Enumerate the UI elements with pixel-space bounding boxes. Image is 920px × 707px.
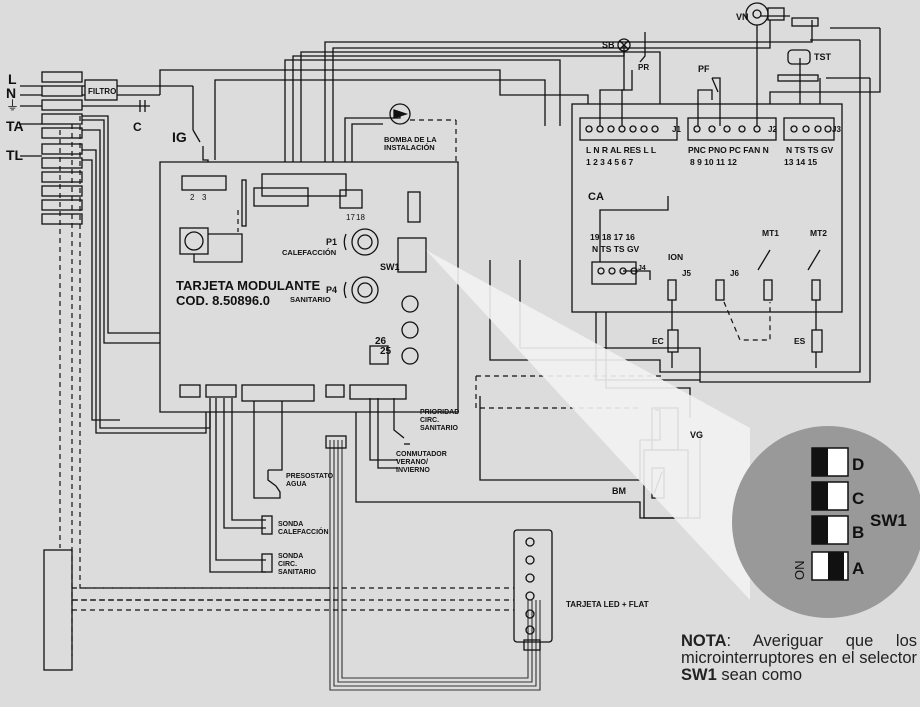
label-n: N bbox=[6, 85, 16, 101]
pump-label-2: INSTALACIÓN bbox=[384, 143, 435, 152]
sonda-cal-1: SONDA bbox=[278, 521, 303, 528]
pump-label-1: BOMBA DE LA bbox=[384, 135, 437, 144]
j3-nums: 13 14 15 bbox=[784, 157, 817, 167]
m1-pin-2: 2 bbox=[190, 193, 195, 202]
pump-icon bbox=[389, 103, 411, 125]
tarjeta-modulante bbox=[159, 161, 459, 413]
conmutador-2: VERANO/ bbox=[396, 459, 428, 466]
switch-a: A bbox=[852, 559, 864, 578]
label-ig: IG bbox=[172, 129, 187, 145]
j1-label: J1 bbox=[672, 125, 681, 134]
led-card bbox=[513, 529, 553, 643]
zoom-beam bbox=[426, 250, 750, 600]
j4-nums: 19 18 17 16 bbox=[590, 232, 635, 242]
m4-connector-top bbox=[261, 173, 347, 197]
board-code: COD. 8.50896.0 bbox=[176, 293, 270, 308]
terminal-strip-bottom bbox=[43, 549, 73, 671]
m5-pin-18: 18 bbox=[356, 213, 365, 222]
switch-c: C bbox=[852, 489, 864, 508]
sonda-san-1: SONDA bbox=[278, 553, 303, 560]
j6-label: J6 bbox=[730, 269, 739, 278]
es-label: ES bbox=[794, 336, 806, 346]
prioridad-1: PRIORIDAD bbox=[420, 409, 459, 416]
presostato-2: AGUA bbox=[286, 481, 307, 488]
prioridad-2: CIRC. bbox=[420, 417, 439, 424]
sonda-cal-2: CALEFACCIÓN bbox=[278, 527, 329, 536]
sonda-san-3: SANITARIO bbox=[278, 569, 317, 576]
filtro-box bbox=[84, 79, 118, 101]
led-card-title: TARJETA LED + FLAT bbox=[566, 600, 649, 609]
on-label: ON bbox=[792, 561, 807, 581]
tst-label: TST bbox=[814, 52, 832, 62]
label-earth: ⏚ bbox=[6, 98, 19, 113]
conmutador-1: CONMUTADOR bbox=[396, 451, 447, 458]
sw1-switches-large bbox=[811, 447, 849, 581]
sb-label: SB bbox=[602, 40, 615, 50]
vg-label: VG bbox=[690, 430, 703, 440]
j1-nums: 1 2 3 4 5 6 7 bbox=[586, 157, 634, 167]
m1-connector bbox=[181, 175, 227, 191]
j2-label: J2 bbox=[768, 125, 777, 134]
switch-b: B bbox=[852, 523, 864, 542]
p4-label: P4 bbox=[326, 285, 337, 295]
label-filtro: FILTRO bbox=[88, 87, 116, 96]
prioridad-3: SANITARIO bbox=[420, 425, 459, 432]
j1-names: L N R AL RES L L bbox=[586, 145, 656, 155]
j4-names: N TS TS GV bbox=[592, 244, 640, 254]
switch-d: D bbox=[852, 455, 864, 474]
j2-nums: 8 9 10 11 12 bbox=[690, 157, 737, 167]
ca-box bbox=[571, 103, 843, 313]
pin-26: 26 bbox=[375, 336, 387, 347]
m5-pin-17: 17 bbox=[346, 213, 355, 222]
label-l: L bbox=[8, 71, 17, 87]
j2-names: PNC PNO PC FAN N bbox=[688, 145, 769, 155]
sw1-board bbox=[397, 237, 427, 273]
j3-names: N TS TS GV bbox=[786, 145, 834, 155]
ca-label: CA bbox=[588, 191, 604, 203]
presostato-1: PRESOSTATO bbox=[286, 473, 334, 480]
p1-label: P1 bbox=[326, 237, 337, 247]
m1-pin-3: 3 bbox=[202, 193, 207, 202]
pin-25: 25 bbox=[380, 346, 392, 357]
pr-label: PR bbox=[638, 63, 649, 72]
pf-label: PF bbox=[698, 64, 710, 74]
label-ta: TA bbox=[6, 118, 24, 134]
bm-label: BM bbox=[612, 486, 626, 496]
j3-label: J3 bbox=[832, 125, 841, 134]
label-c: C bbox=[133, 120, 142, 134]
board-title: TARJETA MODULANTE bbox=[176, 278, 321, 293]
terminal-strip-top bbox=[41, 71, 83, 225]
j5-label: J5 bbox=[682, 269, 691, 278]
vn-label: VN bbox=[736, 12, 749, 22]
mt2-label: MT2 bbox=[810, 228, 827, 238]
ion-label: ION bbox=[668, 252, 683, 262]
ec-label: EC bbox=[652, 336, 664, 346]
note-text: NOTA: Averiguar que los microinterruptor… bbox=[681, 632, 917, 684]
sonda-san-2: CIRC. bbox=[278, 561, 297, 568]
sw1-zoom-title: SW1 bbox=[870, 511, 907, 530]
p4-desc: SANITARIO bbox=[290, 295, 331, 304]
j4-label: J4 bbox=[638, 265, 646, 272]
sw1-board-label: SW1 bbox=[380, 262, 400, 272]
p1-desc: CALEFACCIÓN bbox=[282, 248, 336, 257]
mt1-label: MT1 bbox=[762, 228, 779, 238]
conmutador-3: INVIERNO bbox=[396, 467, 430, 474]
label-tl: TL bbox=[6, 147, 24, 163]
